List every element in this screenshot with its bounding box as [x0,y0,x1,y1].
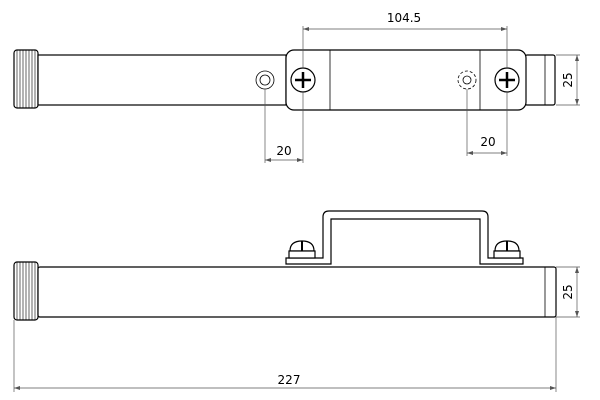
dim-top-left-offset: 20 [264,89,304,163]
dim-top-height-label: 25 [561,72,575,87]
dim-overall-length: 227 [13,317,557,392]
dim-top-height: 25 [556,54,580,106]
dim-overall-length-label: 227 [278,373,301,387]
dim-top-left-offset-label: 20 [276,144,291,158]
dim-side-height-label: 25 [561,284,575,299]
dim-top-right-offset-label: 20 [480,135,495,149]
top-bracket-plate [285,49,527,111]
top-tube-end [524,54,556,106]
side-tube [37,266,557,318]
top-left-screw-icon [290,67,316,93]
side-right-screw-icon [493,240,521,259]
dim-top-width: 104.5 [302,11,508,68]
side-knurled-knob [13,261,39,321]
side-view: 25 227 [13,210,580,392]
side-u-bracket [285,210,524,265]
dim-top-width-label: 104.5 [387,11,421,25]
dim-side-height: 25 [556,266,580,318]
top-view: 104.5 20 20 25 [13,11,580,163]
top-right-hole [457,70,477,90]
top-tube [37,54,287,106]
top-right-screw-icon [494,67,520,93]
top-knurled-knob [13,49,39,109]
dim-top-right-offset: 20 [466,89,508,156]
side-left-screw-icon [288,240,316,259]
